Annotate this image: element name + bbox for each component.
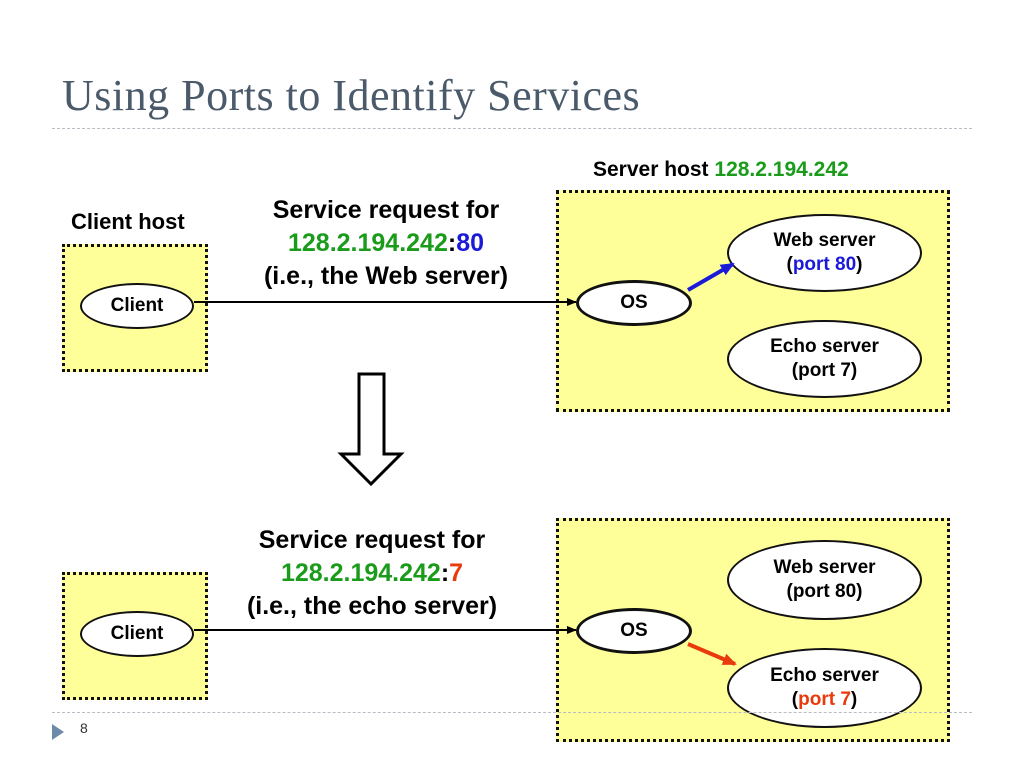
web-server-port: (port 80)	[786, 253, 862, 277]
request-ip: 128.2.194.242	[287, 229, 448, 257]
title-divider	[52, 128, 972, 129]
service-request-top: Service request for 128.2.194.242:80 (i.…	[226, 194, 546, 293]
footer-divider	[52, 712, 972, 713]
request-address: 128.2.194.242:80	[226, 227, 546, 260]
client-node-top: Client	[80, 283, 194, 329]
echo-server-port: (port 7)	[792, 688, 857, 712]
request-ip: 128.2.194.242	[280, 559, 441, 587]
paren-close: )	[856, 254, 863, 275]
request-heading: Service request for	[272, 196, 500, 224]
request-address: 128.2.194.242:7	[212, 557, 532, 590]
bullet-triangle-icon	[52, 724, 64, 740]
echo-server-label: Echo server	[770, 336, 879, 357]
web-port-highlight: port 80	[792, 254, 857, 275]
paren-open: (	[786, 254, 793, 275]
web-server-label: Web server	[773, 230, 876, 251]
echo-server-node-bottom: Echo server (port 7)	[727, 648, 922, 728]
server-host-prefix: Server host	[593, 158, 715, 181]
paren-open: (	[791, 689, 799, 710]
web-server-node-bottom: Web server (port 80)	[727, 540, 922, 620]
request-port: 80	[456, 229, 485, 257]
request-port: 7	[449, 559, 464, 587]
client-host-label: Client host	[71, 209, 185, 234]
echo-port-highlight: port 7	[798, 689, 851, 710]
os-node-top: OS	[576, 280, 692, 326]
request-note: (i.e., the Web server)	[263, 262, 509, 290]
echo-server-node-top: Echo server (port 7)	[727, 320, 922, 398]
client-node-bottom: Client	[80, 611, 194, 657]
server-host-label: Server host 128.2.194.242	[593, 158, 849, 182]
echo-server-label: Echo server	[770, 665, 879, 686]
request-heading: Service request for	[258, 526, 486, 554]
client-label: Client	[110, 623, 164, 644]
web-server-node-top: Web server (port 80)	[727, 214, 922, 292]
web-server-port: (port 80)	[786, 581, 863, 602]
server-host-ip: 128.2.194.242	[714, 158, 849, 181]
os-label: OS	[620, 620, 648, 641]
request-note: (i.e., the echo server)	[246, 592, 498, 620]
paren-close: )	[850, 689, 858, 710]
request-colon: :	[440, 559, 450, 587]
dispatch-arrow-web	[686, 262, 735, 292]
request-colon: :	[447, 229, 457, 257]
echo-server-port: (port 7)	[791, 360, 858, 381]
os-label: OS	[620, 292, 648, 313]
slide-title: Using Ports to Identify Services	[62, 71, 641, 120]
down-arrow-icon	[337, 372, 405, 487]
os-node-bottom: OS	[576, 608, 692, 654]
service-request-bottom: Service request for 128.2.194.242:7 (i.e…	[212, 524, 532, 623]
dispatch-arrow-echo	[687, 642, 737, 666]
client-label: Client	[110, 295, 164, 316]
page-number: 8	[80, 720, 88, 736]
web-server-label: Web server	[773, 557, 876, 578]
